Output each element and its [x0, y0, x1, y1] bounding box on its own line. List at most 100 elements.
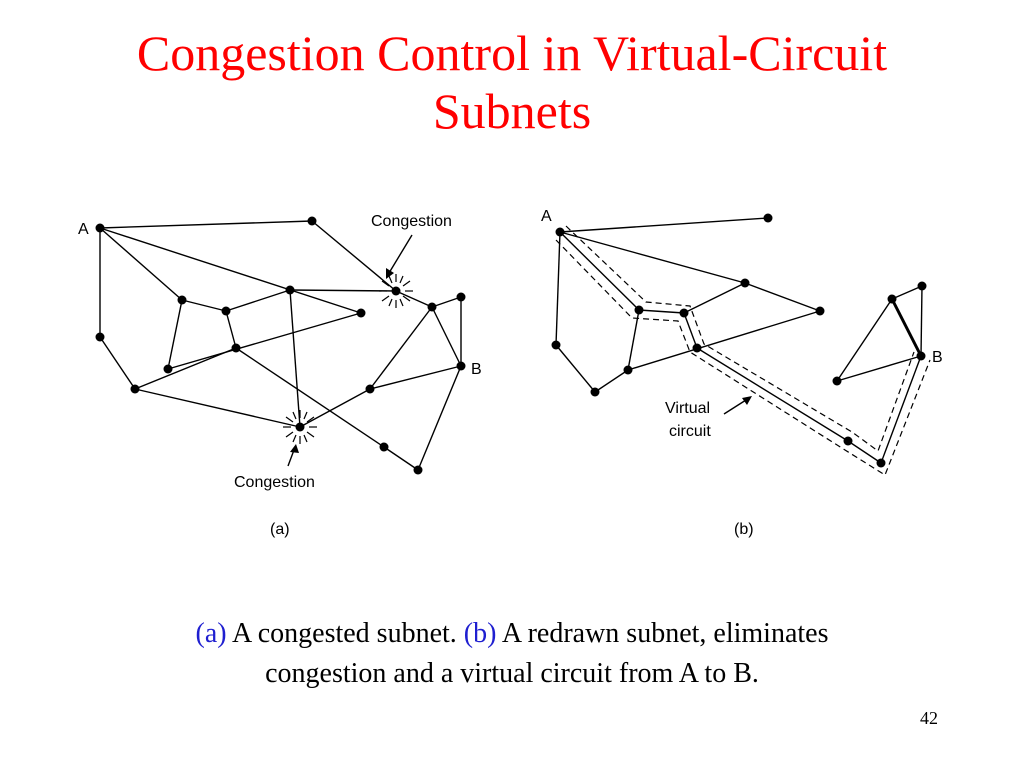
virtual-circuit-label-line2: circuit	[669, 423, 711, 440]
link	[311, 220, 397, 292]
link	[99, 227, 183, 301]
node	[551, 340, 561, 350]
link-bold	[890, 298, 923, 357]
link	[99, 220, 313, 229]
link	[431, 306, 462, 367]
arrowhead	[742, 396, 752, 405]
congestion-arrow-top	[388, 234, 413, 274]
node	[692, 343, 702, 353]
link	[289, 289, 301, 428]
node	[590, 387, 600, 397]
link	[920, 285, 923, 357]
congestion-burst-top	[379, 274, 413, 308]
link	[431, 296, 462, 308]
link	[836, 298, 893, 382]
virtual-circuit-path-inner	[565, 225, 915, 452]
virtual-circuit-label-line1: Virtual	[665, 400, 710, 417]
node-b-A	[555, 227, 565, 237]
node	[307, 216, 317, 226]
caption-text-b: A redrawn subnet, eliminates	[496, 618, 829, 649]
link	[559, 231, 746, 284]
arrowhead	[386, 268, 394, 279]
node	[815, 306, 825, 316]
node	[285, 285, 295, 295]
link	[627, 310, 821, 371]
node-a-A	[95, 223, 105, 233]
congestion-label-top: Congestion	[371, 213, 452, 230]
link	[383, 446, 419, 471]
link	[638, 309, 685, 314]
slide-page-number: 42	[920, 708, 938, 728]
node	[177, 295, 187, 305]
caption-tag-a: (a)	[195, 618, 227, 649]
link	[369, 365, 462, 390]
link	[369, 306, 433, 390]
node-congested-top	[391, 286, 401, 296]
diagram-a-label-B: B	[471, 361, 482, 378]
link	[395, 290, 433, 308]
link	[181, 299, 227, 312]
link	[627, 309, 640, 371]
link	[555, 344, 596, 393]
congestion-label-bottom: Congestion	[234, 474, 315, 491]
arrowhead	[290, 444, 299, 453]
congestion-burst-bottom	[283, 410, 317, 444]
slide-title: Congestion Control in Virtual-Circuit Su…	[0, 24, 1024, 140]
node	[843, 436, 853, 446]
subnet-b-nodes	[551, 213, 927, 468]
slide-title-line1: Congestion Control in Virtual-Circuit	[136, 25, 888, 81]
node	[740, 278, 750, 288]
node-congested-bottom	[295, 422, 305, 432]
subnet-a	[99, 220, 462, 471]
link	[99, 336, 136, 390]
link	[744, 282, 821, 312]
node	[356, 308, 366, 318]
link	[559, 217, 769, 233]
link	[891, 285, 923, 300]
caption-line1: (a) A congested subnet. (b) A redrawn su…	[0, 614, 1024, 654]
node	[231, 343, 241, 353]
diagram-a-caption: (a)	[270, 521, 290, 538]
node	[365, 384, 375, 394]
node-a-B	[456, 361, 466, 371]
link	[99, 227, 362, 314]
node	[634, 305, 644, 315]
subnet-a-nodes	[95, 216, 466, 475]
link	[555, 231, 561, 346]
node	[876, 458, 886, 468]
node	[887, 294, 897, 304]
congestion-arrow-bottom	[287, 449, 295, 467]
node	[679, 308, 689, 318]
link	[594, 369, 629, 393]
node	[832, 376, 842, 386]
diagram-b-label-A: A	[541, 208, 552, 225]
subnet-b	[555, 217, 931, 476]
node	[163, 364, 173, 374]
link	[836, 355, 922, 382]
caption-text-a: A congested subnet.	[226, 618, 464, 649]
link	[235, 347, 385, 448]
node	[763, 213, 773, 223]
link	[167, 312, 362, 370]
link	[880, 355, 922, 464]
link	[167, 299, 183, 370]
link	[417, 365, 462, 471]
link	[134, 388, 301, 428]
node	[427, 302, 437, 312]
link	[683, 282, 746, 314]
link	[559, 231, 640, 311]
caption-line2: congestion and a virtual circuit from A …	[265, 658, 759, 689]
link	[225, 289, 291, 312]
link	[225, 310, 237, 349]
link	[683, 312, 698, 349]
node	[413, 465, 423, 475]
slide-caption: (a) A congested subnet. (b) A redrawn su…	[0, 614, 1024, 694]
link	[847, 440, 882, 464]
node	[95, 332, 105, 342]
node	[623, 365, 633, 375]
node	[221, 306, 231, 316]
node	[130, 384, 140, 394]
caption-tag-b: (b)	[463, 618, 497, 649]
slide-title-line2: Subnets	[432, 83, 592, 139]
diagram-b-caption: (b)	[734, 521, 754, 538]
